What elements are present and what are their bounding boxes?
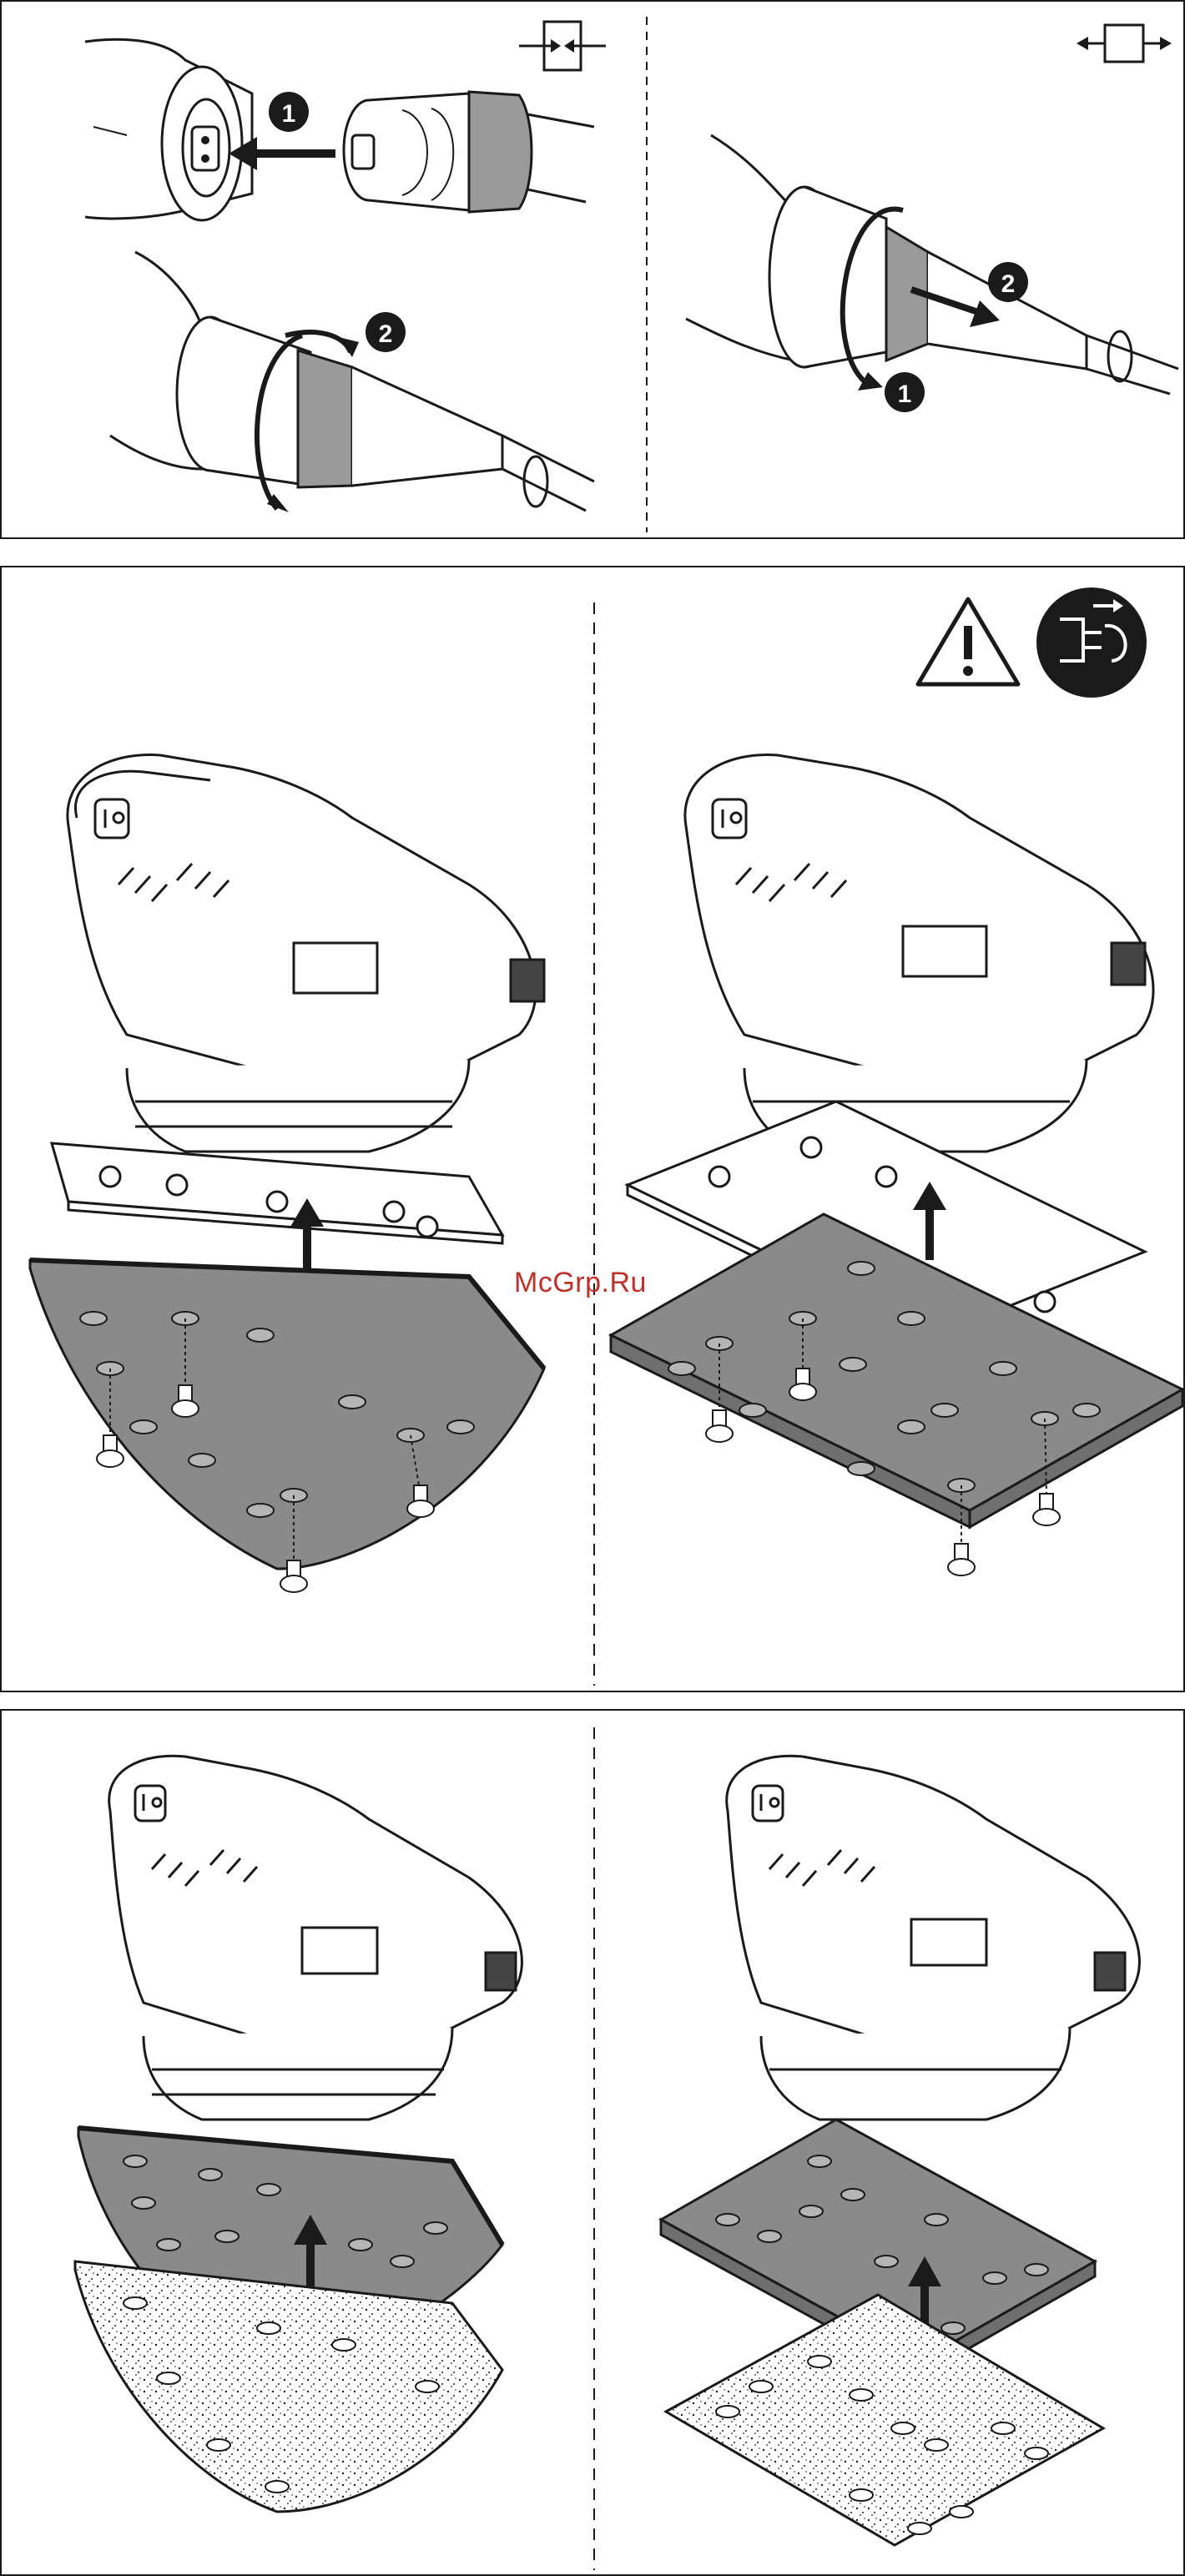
sander-rectangular-body-2 [727,1756,1140,2120]
cord-connection-panel: 1 2 [0,0,1185,539]
locked-plug-assembly [110,252,594,512]
unplug-icon [1036,587,1147,698]
watermark-text: McGrp.Ru [514,1267,647,1299]
sanding-sheet-illustration [2,1711,1183,2574]
svg-text:1: 1 [282,100,296,128]
delta-sanding-plate [30,1260,544,1569]
disconnect-symbol-icon [1077,25,1172,62]
base-plate-illustration [2,567,1183,1691]
insert-arrow [229,137,335,170]
cord-plug [344,92,594,212]
unlock-plug-assembly [686,135,1178,394]
step-2-badge: 2 [366,312,406,352]
svg-text:2: 2 [379,320,393,348]
step-2-disconnect-badge: 2 [988,262,1028,302]
sander-delta-body [68,754,544,1152]
step-1-badge: 1 [269,92,309,132]
sanding-sheet-panel [0,1709,1185,2576]
connect-symbol-icon [519,22,606,70]
base-plate-panel [0,566,1185,1692]
step-1-disconnect-badge: 1 [885,372,925,412]
tool-handle-socket [85,39,252,220]
svg-text:1: 1 [898,381,912,408]
svg-text:2: 2 [1001,270,1016,298]
sander-delta-body-2 [109,1756,522,2120]
rect-sanding-sheet [666,2295,1103,2545]
warning-triangle-icon [918,599,1018,684]
cord-connection-illustration: 1 2 [2,2,1183,537]
sander-rectangular-body [685,754,1153,1152]
